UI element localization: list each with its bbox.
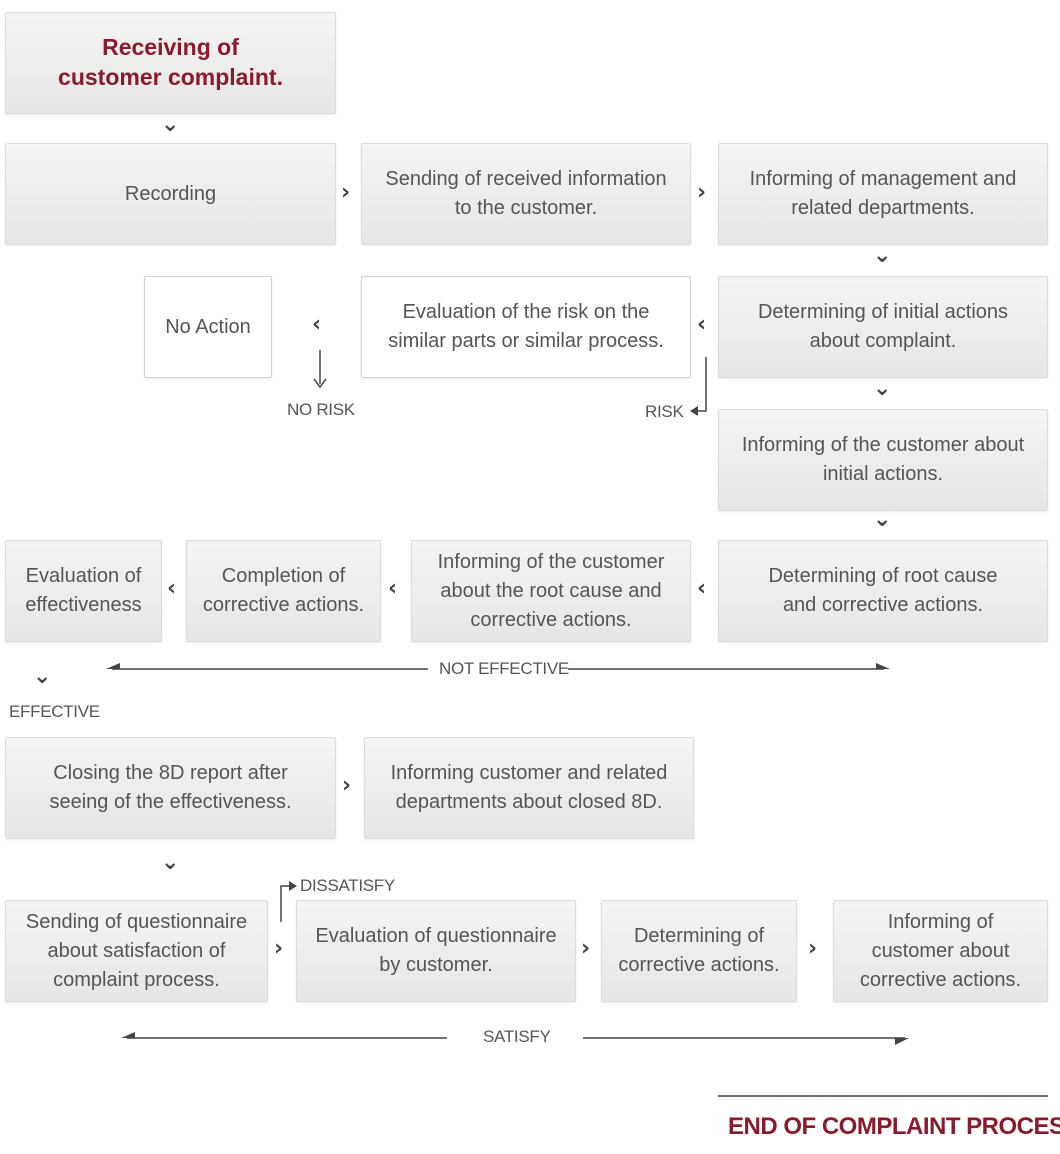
node-informing-management-label: Informing of management and related depa… (749, 168, 1017, 219)
dissatisfy-arrowhead (289, 881, 297, 891)
label-no-risk: NO RISK (287, 400, 355, 419)
chevron-left-icon: ‹ (388, 576, 398, 601)
node-informing-initial: Informing of the customer about initial … (718, 409, 1048, 511)
node-sending-info-label: Sending of received information to the c… (385, 168, 667, 219)
satisfy-arrowhead-right (895, 1038, 909, 1045)
chevron-left-icon: ‹ (697, 576, 707, 601)
label-risk: RISK (645, 402, 684, 421)
node-receiving-complaint: Receiving of customer complaint. (5, 12, 336, 114)
dissatisfy-connector (280, 885, 292, 922)
node-recording-label: Recording (124, 182, 217, 205)
chevron-right-icon: › (697, 180, 707, 205)
node-closing-8d-label: Closing the 8D report after seeing of th… (49, 762, 292, 813)
node-no-action: No Action (144, 276, 272, 378)
node-determining-corrective-label: Determining of corrective actions. (618, 925, 780, 976)
label-satisfy: SATISFY (483, 1027, 551, 1046)
node-no-action-label: No Action (165, 315, 251, 338)
no-risk-arrowhead (313, 378, 327, 389)
node-informing-root-cause: Informing of the customer about the root… (411, 540, 691, 642)
node-informing-corrective: Informing of customer about corrective a… (833, 900, 1048, 1002)
node-sending-questionnaire-label: Sending of questionnaire about satisfact… (25, 910, 248, 991)
node-sending-info: Sending of received information to the c… (361, 143, 691, 245)
chevron-right-icon: › (342, 773, 352, 798)
chevron-down-icon: ⌄ (873, 507, 892, 532)
chevron-down-icon: ⌄ (161, 850, 180, 875)
node-recording: Recording (5, 143, 336, 245)
not-effective-arrowhead-right (876, 663, 890, 669)
node-informing-root-cause-label: Informing of the customer about the root… (437, 550, 665, 631)
chevron-down-icon: ⌄ (161, 112, 180, 137)
label-effective: EFFECTIVE (9, 702, 100, 721)
node-evaluation-effectiveness-label: Evaluation of effectiveness (25, 565, 142, 616)
node-closing-8d: Closing the 8D report after seeing of th… (5, 737, 336, 839)
label-dissatisfy: DISSATISFY (300, 876, 395, 895)
chevron-left-icon: ‹ (312, 312, 322, 337)
node-completion-corrective-label: Completion of corrective actions. (202, 565, 365, 616)
node-informing-management: Informing of management and related depa… (718, 143, 1048, 245)
chevron-right-icon: › (341, 180, 351, 205)
satisfy-arrowhead-left (121, 1032, 135, 1038)
chevron-right-icon: › (808, 936, 818, 961)
node-completion-corrective: Completion of corrective actions. (186, 540, 381, 642)
chevron-left-icon: ‹ (697, 312, 707, 337)
chevron-right-icon: › (274, 936, 284, 961)
node-informing-corrective-label: Informing of customer about corrective a… (859, 910, 1022, 991)
chevron-right-icon: › (581, 936, 591, 961)
node-evaluation-questionnaire-label: Evaluation of questionnaire by customer. (315, 925, 557, 976)
node-root-cause-label: Determining of root cause and corrective… (768, 565, 998, 616)
not-effective-arrowhead-left (106, 663, 120, 669)
chevron-down-icon: ⌄ (33, 664, 52, 689)
chevron-down-icon: ⌄ (873, 243, 892, 268)
node-informing-closed: Informing customer and related departmen… (364, 737, 694, 839)
node-evaluation-risk-label: Evaluation of the risk on the similar pa… (388, 301, 664, 352)
node-evaluation-effectiveness: Evaluation of effectiveness (5, 540, 162, 642)
chevron-down-icon: ⌄ (873, 376, 892, 401)
node-initial-actions: Determining of initial actions about com… (718, 276, 1048, 378)
chevron-left-icon: ‹ (167, 576, 177, 601)
node-informing-closed-label: Informing customer and related departmen… (390, 762, 668, 813)
node-initial-actions-label: Determining of initial actions about com… (757, 301, 1009, 352)
risk-connector (694, 357, 707, 412)
label-end-of-process: END OF COMPLAINT PROCESS (728, 1113, 1060, 1140)
node-sending-questionnaire: Sending of questionnaire about satisfact… (5, 900, 268, 1002)
node-root-cause: Determining of root cause and corrective… (718, 540, 1048, 642)
risk-arrowhead (690, 406, 698, 416)
node-receiving-complaint-label: Receiving of customer complaint. (58, 34, 283, 90)
node-evaluation-questionnaire: Evaluation of questionnaire by customer. (296, 900, 576, 1002)
node-determining-corrective: Determining of corrective actions. (601, 900, 797, 1002)
label-not-effective: NOT EFFECTIVE (439, 659, 569, 678)
node-informing-initial-label: Informing of the customer about initial … (741, 434, 1025, 485)
node-evaluation-risk: Evaluation of the risk on the similar pa… (361, 276, 691, 378)
